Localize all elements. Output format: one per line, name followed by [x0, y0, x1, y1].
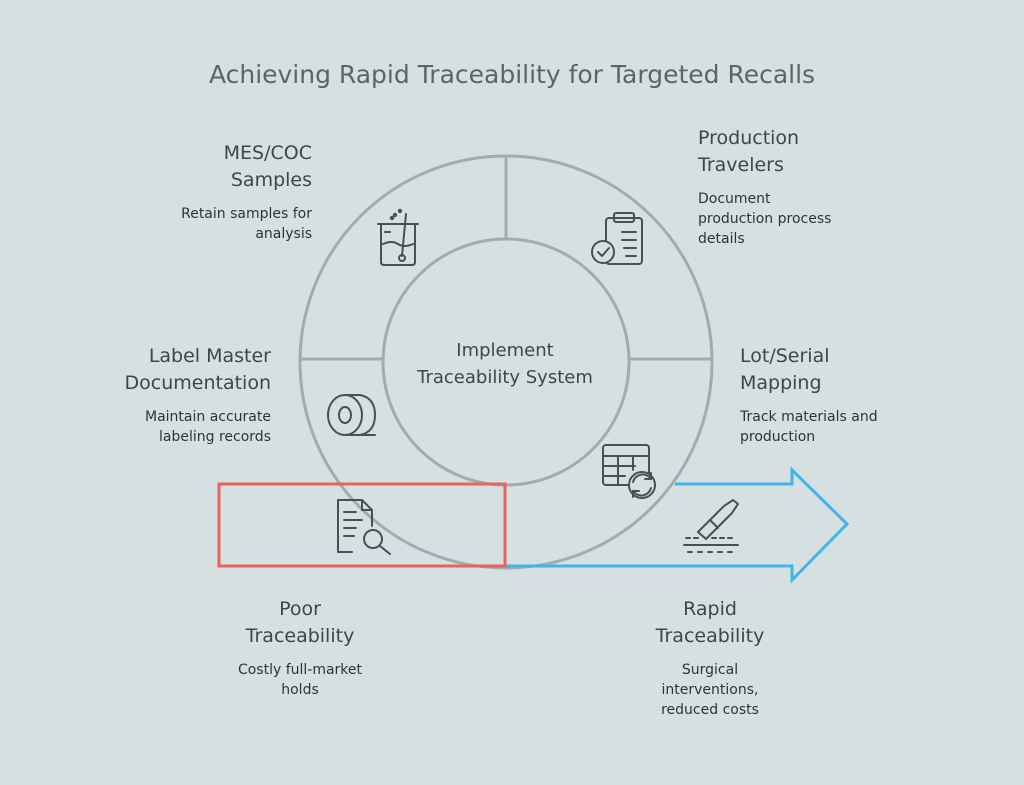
rapid-traceability-desc-line1: Surgical	[681, 662, 739, 678]
table-sync-icon	[602, 444, 656, 499]
lot-serial-title: Lot/Serial Mapping	[740, 343, 940, 397]
production-travelers-desc: Document production process details	[698, 189, 898, 249]
lot-serial-desc-line1: Track materials and	[740, 409, 878, 425]
rapid-traceability-title-line1: Rapid	[683, 598, 737, 620]
label-master-desc-line1: Maintain accurate	[145, 409, 271, 425]
poor-traceability-desc-line2: holds	[281, 682, 319, 698]
label-master-title-line2: Documentation	[124, 372, 271, 394]
mes-coc-desc-line1: Retain samples for	[181, 206, 312, 222]
production-travelers-title: Production Travelers	[698, 125, 898, 179]
rapid-traceability-desc: Surgical interventions, reduced costs	[610, 660, 810, 720]
poor-traceability-desc: Costly full-market holds	[200, 660, 400, 700]
poor-traceability-desc-line1: Costly full-market	[237, 662, 363, 678]
lot-serial-desc: Track materials and production	[740, 407, 940, 447]
mes-coc-title: MES/COC Samples	[120, 140, 312, 194]
mes-coc-title-line2: Samples	[230, 169, 312, 191]
lot-serial-title-line1: Lot/Serial	[740, 345, 830, 367]
mes-coc-desc: Retain samples for analysis	[120, 204, 312, 244]
label-master-desc-line2: labeling records	[159, 429, 271, 445]
label-master-title-line1: Label Master	[148, 345, 271, 367]
scalpel-icon	[683, 499, 739, 553]
rapid-arrow	[506, 466, 850, 584]
page-title: Achieving Rapid Traceability for Targete…	[208, 60, 816, 89]
beaker-icon	[377, 208, 419, 266]
document-search-icon	[337, 499, 391, 555]
production-travelers-title-line1: Production	[698, 127, 800, 149]
center-label-line1: Implement	[456, 340, 554, 361]
poor-traceability-title-line2: Traceability	[245, 625, 355, 647]
poor-traceability-title: Poor Traceability	[200, 596, 400, 650]
label-master-desc: Maintain accurate labeling records	[70, 407, 271, 447]
production-travelers-desc-line3: details	[698, 231, 745, 247]
rapid-traceability-desc-line3: reduced costs	[661, 702, 759, 718]
poor-box	[217, 482, 507, 568]
mes-coc-desc-line2: analysis	[255, 226, 312, 242]
production-travelers-desc-line1: Document	[698, 191, 771, 207]
mes-coc-title-line1: MES/COC	[223, 142, 312, 164]
center-label: Implement Traceability System	[395, 337, 615, 391]
poor-traceability-block: Poor Traceability Costly full-market hol…	[200, 596, 400, 700]
mes-coc-block: MES/COC Samples Retain samples for analy…	[120, 140, 312, 244]
production-travelers-desc-line2: production process	[698, 211, 832, 227]
lot-serial-block: Lot/Serial Mapping Track materials and p…	[740, 343, 940, 447]
label-master-title: Label Master Documentation	[70, 343, 271, 397]
center-label-line2: Traceability System	[417, 367, 593, 388]
production-travelers-title-line2: Travelers	[698, 154, 784, 176]
rapid-traceability-title-line2: Traceability	[655, 625, 765, 647]
label-master-block: Label Master Documentation Maintain accu…	[70, 343, 271, 447]
clipboard-check-icon	[591, 212, 643, 265]
rapid-traceability-block: Rapid Traceability Surgical intervention…	[610, 596, 810, 720]
lot-serial-title-line2: Mapping	[740, 372, 822, 394]
rapid-traceability-desc-line2: interventions,	[661, 682, 759, 698]
label-roll-icon	[327, 394, 376, 436]
production-travelers-block: Production Travelers Document production…	[698, 125, 898, 249]
rapid-traceability-title: Rapid Traceability	[610, 596, 810, 650]
lot-serial-desc-line2: production	[740, 429, 816, 445]
poor-traceability-title-line1: Poor	[279, 598, 321, 620]
